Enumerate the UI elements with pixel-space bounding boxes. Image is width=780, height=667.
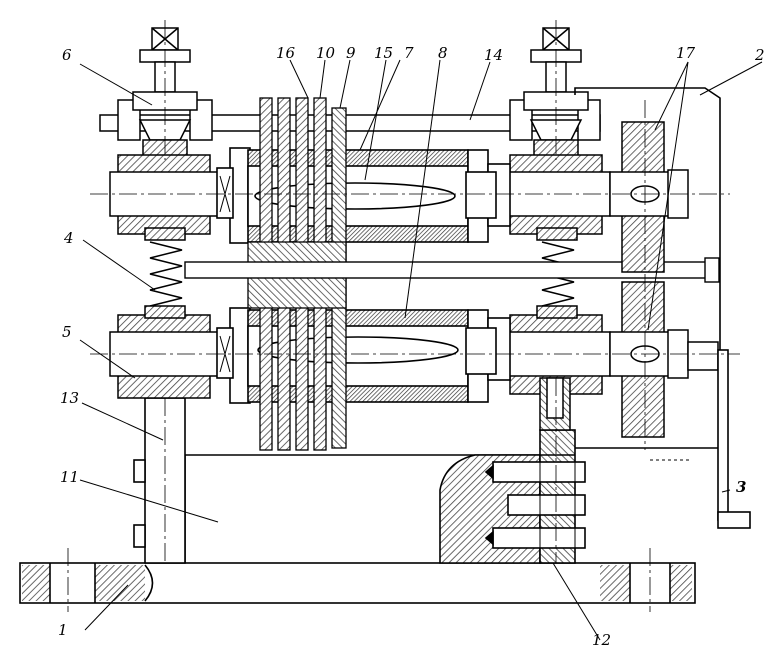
label-3: 3 [736,478,746,496]
upper-left-bearing [110,155,220,234]
label-13: 13 [60,389,79,407]
right-bracket [440,430,585,563]
left-column [134,398,185,563]
label-6: 6 [62,46,72,64]
crank-handle [718,350,750,528]
left-spring [145,228,185,318]
label-4: 4 [63,229,74,247]
label-15: 15 [374,44,393,62]
label-5: 5 [62,323,72,341]
label-2: 2 [754,46,765,64]
upper-right-bearing [500,155,610,234]
label-8: 8 [438,44,448,62]
label-7: 7 [404,44,414,62]
label-1: 1 [58,621,68,639]
gear-pair [610,122,718,437]
label-16: 16 [276,44,296,62]
label-10: 10 [316,44,336,62]
label-9: 9 [346,44,356,62]
label-12: 12 [592,631,611,649]
lower-right-bearing [500,315,610,430]
base-plate [20,563,695,603]
lower-left-bearing [110,315,220,398]
label-11: 11 [60,468,79,486]
label-14: 14 [484,46,503,64]
label-17: 17 [676,44,696,62]
